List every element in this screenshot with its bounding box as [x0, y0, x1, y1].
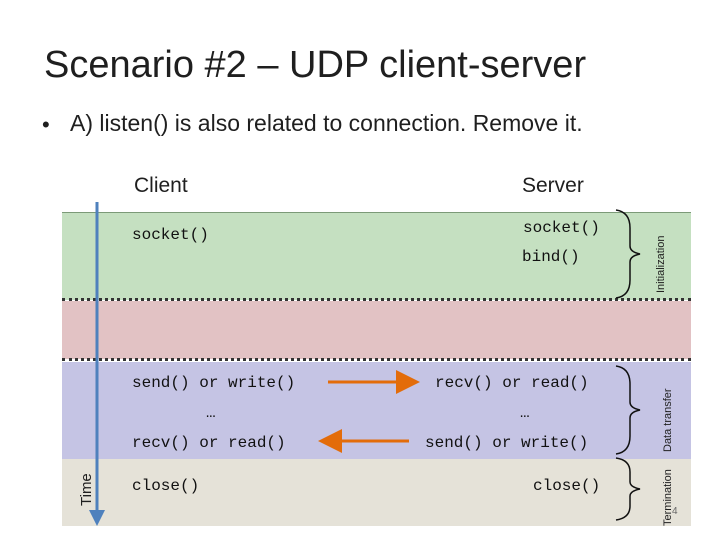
server-bind-call: bind(): [522, 248, 580, 266]
initialization-label: Initialization: [655, 235, 667, 293]
client-close-call: close(): [132, 477, 200, 495]
time-arrow-head: [89, 510, 105, 526]
server-ellipsis: …: [520, 404, 530, 422]
initialization-brace: [615, 209, 641, 299]
separator-line: [62, 358, 691, 361]
termination-brace: [615, 457, 641, 521]
client-ellipsis: …: [206, 404, 216, 422]
initialization-band: [62, 212, 691, 300]
bullet-marker: •: [42, 112, 50, 137]
bullet-rest: is also related to connection. Remove it…: [168, 110, 583, 136]
client-column-header: Client: [134, 174, 188, 197]
server-send-call: send() or write(): [425, 434, 589, 452]
time-axis-label: Time: [78, 473, 95, 506]
client-socket-call: socket(): [132, 226, 209, 244]
data-transfer-brace: [615, 365, 641, 455]
client-send-call: send() or write(): [132, 374, 296, 392]
removed-listen-band: [62, 301, 691, 359]
termination-band: [62, 459, 691, 526]
server-socket-call: socket(): [523, 219, 600, 237]
bullet-prefix: A): [70, 110, 100, 136]
data-transfer-label: Data transfer: [662, 388, 674, 452]
bullet-text: A) listen() is also related to connectio…: [70, 110, 583, 137]
server-column-header: Server: [522, 174, 584, 197]
separator-line: [62, 298, 691, 301]
client-recv-call: recv() or read(): [132, 434, 286, 452]
data-transfer-band: [62, 362, 691, 459]
termination-label: Termination: [662, 469, 674, 526]
page-number: 4: [672, 506, 678, 517]
slide-title: Scenario #2 – UDP client-server: [44, 44, 587, 86]
server-close-call: close(): [533, 477, 601, 495]
server-recv-call: recv() or read(): [435, 374, 589, 392]
bullet-listen-call: listen(): [99, 110, 169, 136]
